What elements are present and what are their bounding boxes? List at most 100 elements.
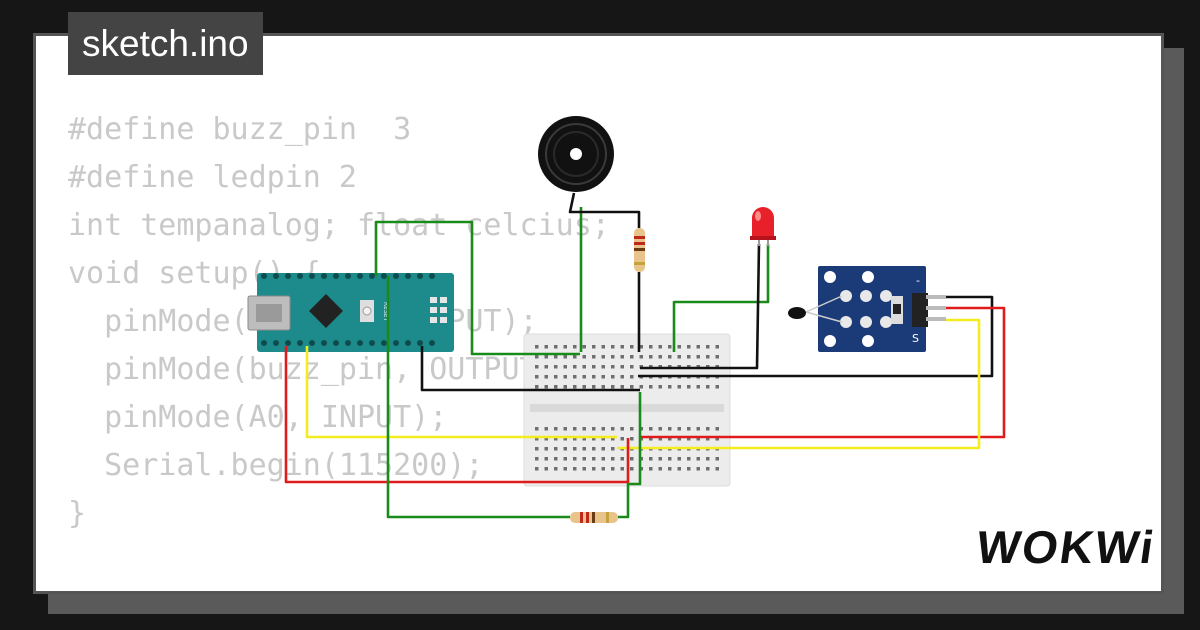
breadboard-hole [563, 457, 567, 461]
nano-pin [417, 340, 423, 346]
nano-pin [393, 340, 399, 346]
nano-pin [309, 273, 315, 279]
breadboard-hole [696, 457, 700, 461]
breadboard-hole [630, 437, 634, 441]
resistor-icon [634, 228, 645, 272]
mcu-chip [309, 294, 343, 328]
breadboard-hole [592, 437, 596, 441]
breadboard-hole [554, 437, 558, 441]
breadboard-hole [630, 375, 634, 379]
breadboard-hole [630, 365, 634, 369]
nano-pin [417, 273, 423, 279]
breadboard-hole [715, 355, 719, 359]
breadboard-hole [535, 437, 539, 441]
breadboard-hole [554, 457, 558, 461]
breadboard-hole [563, 375, 567, 379]
breadboard-hole [668, 427, 672, 431]
nano-pin [285, 340, 291, 346]
wire-green-d2 [386, 276, 570, 519]
breadboard-hole [544, 375, 548, 379]
breadboard-hole [544, 437, 548, 441]
wire-black-buzzer [568, 192, 641, 228]
nano-pin [321, 273, 327, 279]
breadboard-hole [601, 365, 605, 369]
breadboard-hole [573, 375, 577, 379]
breadboard-hole [696, 437, 700, 441]
nano-pin [369, 273, 375, 279]
breadboard-hole [611, 457, 615, 461]
breadboard-hole [601, 427, 605, 431]
breadboard-hole [554, 385, 558, 389]
wire-green-d-pin [374, 220, 580, 356]
breadboard-hole [668, 437, 672, 441]
nano-pin [357, 340, 363, 346]
code-line: #define buzz_pin 3 [68, 112, 412, 147]
nano-pin [393, 273, 399, 279]
wire-green-led [672, 244, 770, 352]
breadboard-hole [677, 467, 681, 471]
breadboard-hole [668, 457, 672, 461]
nano-pin [333, 340, 339, 346]
breadboard-hole [611, 437, 615, 441]
breadboard-hole [611, 385, 615, 389]
breadboard-hole [620, 385, 624, 389]
file-tab[interactable]: sketch.ino [68, 12, 263, 75]
breadboard-hole [582, 437, 586, 441]
breadboard-hole [715, 467, 719, 471]
breadboard-hole [601, 447, 605, 451]
breadboard-hole [573, 437, 577, 441]
breadboard-hole [535, 365, 539, 369]
breadboard-hole [715, 437, 719, 441]
nano-pin [345, 340, 351, 346]
breadboard-hole [535, 385, 539, 389]
breadboard-hole [620, 467, 624, 471]
breadboard-hole [696, 385, 700, 389]
nano-pin [333, 273, 339, 279]
nano-pin [357, 273, 363, 279]
breadboard-hole [544, 457, 548, 461]
breadboard-hole [658, 427, 662, 431]
breadboard-hole [535, 345, 539, 349]
breadboard-hole [582, 345, 586, 349]
nano-pin [405, 340, 411, 346]
breadboard-hole [563, 437, 567, 441]
breadboard-hole [639, 345, 643, 349]
code-line: } [68, 496, 87, 531]
breadboard-hole [592, 467, 596, 471]
breadboard-hole [706, 437, 710, 441]
breadboard-hole [554, 355, 558, 359]
breadboard-hole [554, 365, 558, 369]
breadboard-hole [582, 355, 586, 359]
breadboard-hole [649, 467, 653, 471]
breadboard-hole [696, 355, 700, 359]
nano-pin [297, 273, 303, 279]
breadboard-hole [554, 375, 558, 379]
breadboard-hole [582, 457, 586, 461]
nano-pin [345, 273, 351, 279]
thermistor-icon [788, 307, 806, 319]
breadboard-hole [573, 345, 577, 349]
breadboard-hole [611, 375, 615, 379]
breadboard-hole [582, 427, 586, 431]
breadboard-hole [611, 447, 615, 451]
wire-green-res2 [618, 392, 642, 519]
breadboard-hole [658, 355, 662, 359]
wire-black-sensor [638, 295, 994, 378]
breadboard-hole [601, 385, 605, 389]
breadboard-hole [696, 345, 700, 349]
breadboard-hole [611, 467, 615, 471]
breadboard-hole [649, 437, 653, 441]
breadboard-hole [706, 345, 710, 349]
breadboard-hole [573, 427, 577, 431]
breadboard-hole [592, 345, 596, 349]
breadboard-hole [630, 427, 634, 431]
breadboard-hole [639, 385, 643, 389]
breadboard-hole [620, 345, 624, 349]
breadboard-hole [649, 385, 653, 389]
breadboard-hole [649, 427, 653, 431]
breadboard-hole [611, 345, 615, 349]
nano-pin [261, 273, 267, 279]
breadboard-hole [563, 427, 567, 431]
nano-pin [273, 340, 279, 346]
